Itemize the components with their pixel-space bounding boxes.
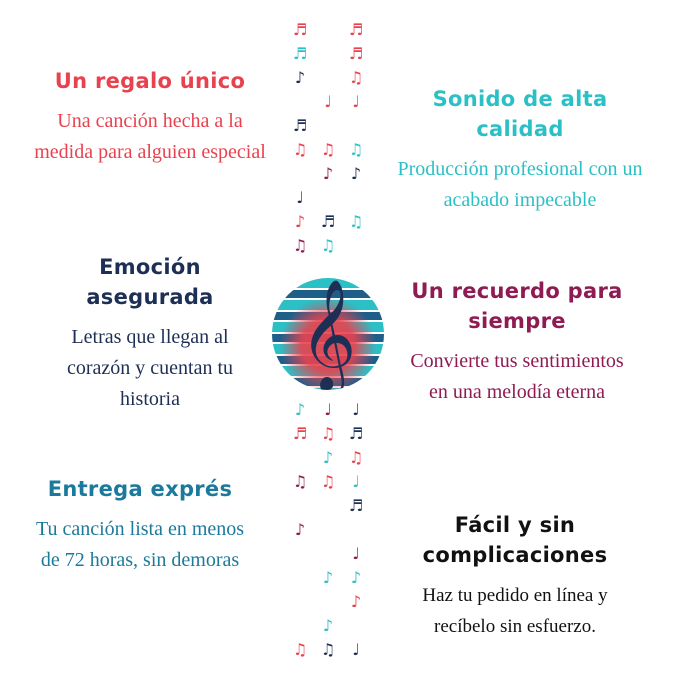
music-note-icon: ♫: [320, 424, 336, 443]
feature-unique-gift: Un regalo único Una canción hecha a la m…: [20, 66, 280, 168]
treble-clef-icon: 𝄞: [299, 278, 357, 390]
music-note-icon: ♫: [292, 472, 308, 491]
music-note-icon: ♫: [292, 140, 308, 159]
music-note-icon: ♬: [348, 424, 364, 443]
music-note-icon: ♫: [348, 212, 364, 231]
music-note-icon: ♩: [352, 472, 360, 491]
feature-title: Sonido de alta calidad: [432, 87, 608, 141]
music-note-icon: ♩: [352, 400, 360, 419]
feature-desc: Haz tu pedido en línea y recíbelo sin es…: [422, 585, 608, 637]
feature-title: Entrega exprés: [47, 477, 233, 501]
music-note-icon: ♩: [324, 400, 332, 419]
music-note-icon: ♪: [322, 164, 334, 183]
music-note-icon: ♩: [352, 544, 360, 563]
feature-title: Emoción asegurada: [86, 255, 214, 309]
music-note-icon: ♫: [348, 68, 364, 87]
music-note-icon: ♩: [352, 92, 360, 111]
music-note-icon: ♫: [348, 448, 364, 467]
feature-desc: Producción profesional con un acabado im…: [397, 158, 643, 211]
music-note-icon: ♪: [322, 448, 334, 467]
feature-desc: Letras que llegan al corazón y cuentan t…: [66, 326, 234, 410]
feature-title: Un regalo único: [54, 69, 246, 93]
music-note-icon: ♬: [348, 20, 364, 39]
music-note-icon: ♪: [350, 568, 362, 587]
music-note-icon: ♪: [350, 592, 362, 611]
feature-desc: Tu canción lista en menos de 72 horas, s…: [35, 518, 245, 571]
music-note-icon: ♫: [348, 140, 364, 159]
music-note-icon: ♪: [322, 568, 334, 587]
music-note-icon: ♬: [320, 212, 336, 231]
music-note-icon: ♫: [292, 640, 308, 659]
music-note-icon: ♪: [322, 616, 334, 635]
feature-title: Fácil y sin complicaciones: [422, 513, 608, 567]
music-note-icon: ♬: [292, 116, 308, 135]
music-note-icon: ♫: [320, 140, 336, 159]
music-note-icon: ♩: [324, 92, 332, 111]
music-note-icon: ♬: [292, 20, 308, 39]
music-note-icon: ♪: [294, 212, 306, 231]
music-note-icon: ♫: [320, 236, 336, 255]
feature-high-quality: Sonido de alta calidad Producción profes…: [375, 84, 665, 216]
music-note-icon: ♪: [294, 400, 306, 419]
music-note-icon: ♫: [320, 640, 336, 659]
feature-desc: Una canción hecha a la medida para algui…: [34, 110, 266, 163]
feature-emotion: Emoción asegurada Letras que llegan al c…: [30, 252, 270, 415]
music-note-icon: ♪: [294, 520, 306, 539]
music-note-icon: ♩: [296, 188, 304, 207]
feature-title: Un recuerdo para siempre: [411, 279, 623, 333]
feature-memory: Un recuerdo para siempre Convierte tus s…: [392, 276, 642, 408]
music-note-icon: ♬: [292, 424, 308, 443]
feature-express: Entrega exprés Tu canción lista en menos…: [20, 474, 260, 576]
feature-desc: Convierte tus sentimientos en una melodí…: [410, 350, 624, 403]
music-note-icon: ♩: [352, 640, 360, 659]
music-note-icon: ♫: [320, 472, 336, 491]
music-note-icon: ♪: [294, 68, 306, 87]
music-note-icon: ♪: [350, 164, 362, 183]
feature-easy: Fácil y sin complicaciones Haz tu pedido…: [385, 510, 645, 642]
music-note-icon: ♬: [348, 496, 364, 515]
treble-clef-logo: 𝄞: [272, 278, 384, 390]
music-note-icon: ♬: [292, 44, 308, 63]
music-note-icon: ♬: [348, 44, 364, 63]
music-note-icon: ♫: [292, 236, 308, 255]
